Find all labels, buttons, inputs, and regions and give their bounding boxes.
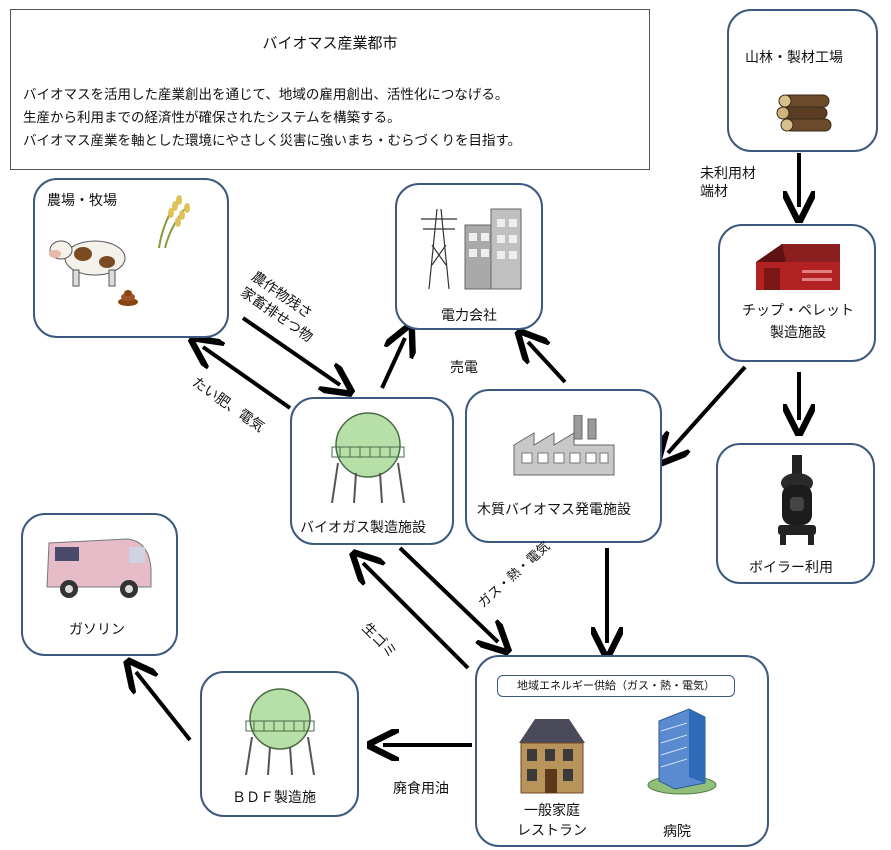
hospital-building-icon [647,708,717,795]
logs-icon [776,94,832,132]
chip-pellet-label-1: チップ・ペレット [742,303,854,319]
node-power-company: 電力会社 [395,183,543,330]
intro-line-3: バイオマス産業を軸とした環境にやさしく災害に強いまち・むらづくりを目指す。 [23,133,522,149]
arrow-farm-to-biogas [241,316,340,385]
local-supply-title: 地域エネルギー供給（ガス・熱・電気） [497,675,735,697]
flow-unused-line-1: 未利用材 [700,166,756,182]
house-icon [519,719,585,794]
flow-sell-power: 売電 [450,360,478,376]
arrow-biogas-to-farm [203,347,292,410]
manure-icon [118,290,138,306]
rice-plant-icon [158,195,190,249]
arrow-chip-to-woodpower [668,365,747,453]
power-company-label: 電力会社 [441,308,497,324]
arrow-bdf-to-gasoline [136,672,192,742]
intro-title: バイオマス産業都市 [262,34,398,52]
node-gasoline: ガソリン [21,513,178,656]
hospital-label: 病院 [663,824,691,840]
node-farm: 農場・牧場 [33,178,229,338]
arrow-biogas-to-local [398,546,498,642]
arrow-woodpower-to-powerco [528,342,567,384]
boiler-label: ボイラー利用 [749,560,833,576]
household-label-1: 一般家庭 [524,803,580,819]
power-building-icon [421,208,522,290]
flow-unused-line-2: 端材 [700,184,728,200]
chip-pellet-label: チップ・ペレット 製造施設 [736,300,860,344]
node-forest-sawmill: 山林・製材工場 [727,9,878,152]
arrow-biogas-to-powerco [380,338,405,389]
gasoline-label: ガソリン [69,622,125,638]
bdf-tank-icon [245,688,315,776]
stove-icon [778,455,816,545]
chip-pellet-label-2: 製造施設 [770,325,826,341]
node-boiler: ボイラー利用 [716,443,875,584]
node-bdf-plant: ＢＤＦ製造施 [200,671,359,817]
factory-icon [513,415,615,476]
flow-waste-oil: 廃食用油 [393,781,449,797]
node-biogas-plant: バイオガス製造施設 [290,397,454,545]
van-icon [46,538,152,598]
household-label: 一般家庭 レストラン [517,801,587,841]
node-chip-pellet-plant: チップ・ペレット 製造施設 [718,224,876,362]
node-wood-biomass-power: 木質バイオマス発電施設 [465,389,662,543]
gas-tank-icon [331,412,405,504]
forest-label: 山林・製材工場 [745,50,843,66]
farm-label: 農場・牧場 [47,193,117,209]
arrow-local-to-biogas [363,563,470,670]
cow-icon [49,240,126,287]
intro-box: バイオマス産業都市 バイオマスを活用した産業創出を通じて、地域の雇用創出、活性化… [10,9,650,170]
flow-unused-wood: 未利用材 端材 [700,165,756,201]
barn-icon [756,244,840,290]
node-local-energy-supply: 地域エネルギー供給（ガス・熱・電気） 一般家庭 レストラン 病院 [475,655,769,847]
intro-line-1: バイオマスを活用した産業創出を通じて、地域の雇用創出、活性化につなげる。 [23,87,509,103]
household-label-2: レストラン [517,823,587,839]
intro-line-2: 生産から利用までの経済性が確保されたシステムを構築する。 [23,110,401,126]
wood-power-label: 木質バイオマス発電施設 [477,502,631,518]
bdf-label: ＢＤＦ製造施 [232,790,316,806]
biogas-label: バイオガス製造施設 [300,520,426,536]
